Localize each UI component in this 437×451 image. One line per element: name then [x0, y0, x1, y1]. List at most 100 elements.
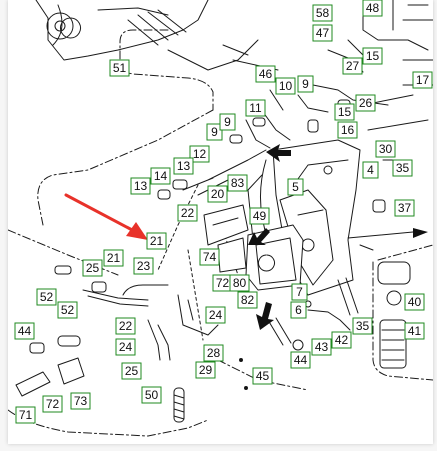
part-callout-box	[133, 257, 154, 275]
part-callout: 9	[206, 123, 223, 141]
part-callout-box	[290, 351, 311, 369]
leader-line-right	[347, 231, 414, 251]
part-callout: 52	[36, 288, 57, 306]
part-callout-box	[404, 322, 425, 340]
part-callout-number: 51	[113, 61, 127, 75]
part-callout-number: 9	[211, 125, 218, 139]
part-callout-number: 20	[211, 187, 225, 201]
part-callout-number: 29	[199, 363, 213, 377]
part-callout-box	[249, 207, 270, 225]
part-callout: 9	[297, 75, 314, 93]
part-callout-box	[199, 248, 220, 266]
part-callout-box	[237, 291, 258, 309]
part-callout-box	[14, 322, 35, 340]
connector-plug	[57, 357, 85, 385]
part-callout-box	[275, 77, 296, 95]
part-callout: 37	[394, 199, 415, 217]
part-callout-box	[219, 113, 236, 131]
part-callout-box	[57, 301, 78, 319]
engine-fins	[127, 9, 259, 71]
part-callout-number: 27	[346, 59, 360, 73]
part-callout-box	[412, 71, 433, 89]
housing-port-1	[323, 165, 333, 175]
part-callout-number: 52	[40, 290, 54, 304]
part-callout-number: 83	[231, 176, 245, 190]
part-callout-box	[15, 406, 36, 424]
part-callout-number: 50	[145, 388, 159, 402]
part-callout-box	[82, 259, 103, 277]
part-callout-box	[394, 199, 415, 217]
hose-lower	[147, 319, 171, 361]
part-callout: 45	[252, 367, 273, 385]
part-callout-number: 26	[359, 96, 373, 110]
boundary-dashdot-1	[119, 29, 214, 111]
part-callout: 40	[404, 293, 425, 311]
part-callout-number: 43	[315, 340, 329, 354]
engine-outline	[35, 0, 209, 61]
part-callout: 15	[334, 103, 355, 121]
pipe-lower	[177, 294, 219, 336]
part-callout: 74	[199, 248, 220, 266]
line-art	[8, 0, 433, 437]
part-callout-number: 48	[366, 1, 380, 15]
part-callout-number: 72	[216, 276, 230, 290]
part-callout-number: 9	[224, 115, 231, 129]
part-callout-number: 52	[61, 303, 75, 317]
part-callout-number: 16	[341, 123, 355, 137]
part-callout: 44	[14, 322, 35, 340]
part-callout-box	[334, 103, 355, 121]
part-callout: 43	[311, 338, 332, 356]
valve-block-upper	[203, 204, 249, 246]
part-callout: 22	[115, 317, 136, 335]
part-callout-number: 5	[292, 180, 299, 194]
part-callout-box	[362, 0, 383, 17]
pipe-upper-2	[245, 89, 291, 149]
part-callout-number: 15	[338, 105, 352, 119]
part-callout: 28	[203, 344, 224, 362]
part-callout-box	[290, 301, 307, 319]
part-callout-box	[207, 185, 228, 203]
part-callout-number: 24	[119, 340, 133, 354]
part-callout-box	[355, 94, 376, 112]
pipe-top	[222, 39, 364, 73]
boundary-dashdot-4	[8, 409, 209, 437]
part-callout: 50	[141, 386, 162, 404]
part-callout-box	[121, 362, 142, 380]
part-callout-number: 74	[203, 250, 217, 264]
fitting-2	[252, 117, 266, 127]
part-callout-number: 14	[154, 169, 168, 183]
part-callout: 25	[82, 259, 103, 277]
part-callout-box	[362, 47, 383, 65]
pointer-arrow-head	[126, 222, 148, 240]
direction-arrow-2	[248, 228, 270, 245]
fitting-5	[172, 179, 188, 190]
fitting-left-1	[91, 281, 107, 293]
part-callout-number: 37	[398, 201, 412, 215]
part-callout-number: 21	[107, 251, 121, 265]
part-callout-number: 73	[74, 394, 88, 408]
valve-block-lower	[217, 237, 247, 273]
engine-pulley	[46, 12, 74, 40]
part-callout-box	[189, 145, 210, 163]
part-callout: 48	[362, 0, 383, 17]
part-callout: 24	[205, 306, 226, 324]
hose-center-lower	[267, 317, 292, 346]
part-callout-box	[312, 24, 333, 42]
part-callout-number: 4	[367, 163, 374, 177]
part-callout-box	[352, 317, 373, 335]
housing-flange	[247, 159, 269, 241]
part-callout-box	[245, 99, 266, 117]
part-callout: 21	[103, 249, 124, 267]
part-callout-box	[150, 167, 171, 185]
frame-right-upper	[362, 0, 433, 86]
part-callout-number: 24	[209, 308, 223, 322]
part-callout-number: 30	[379, 142, 393, 156]
oring-1	[386, 290, 402, 306]
engine-pulley-hub	[54, 20, 66, 32]
part-callout-box	[115, 338, 136, 356]
part-callout: 30	[375, 140, 396, 158]
part-callout: 5	[287, 178, 304, 196]
part-callout-box	[141, 386, 162, 404]
part-callout: 72	[42, 395, 63, 413]
part-callout-box	[342, 57, 363, 75]
